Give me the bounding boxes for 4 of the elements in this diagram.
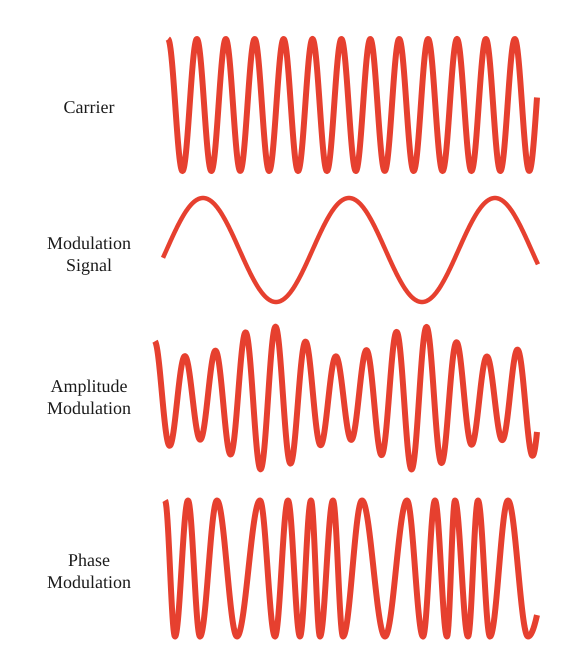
signal-label: Phase Modulation — [47, 549, 131, 593]
signal-label: Carrier — [64, 96, 114, 118]
signal-label: Modulation Signal — [47, 232, 131, 276]
signal-label: Amplitude Modulation — [47, 375, 131, 419]
